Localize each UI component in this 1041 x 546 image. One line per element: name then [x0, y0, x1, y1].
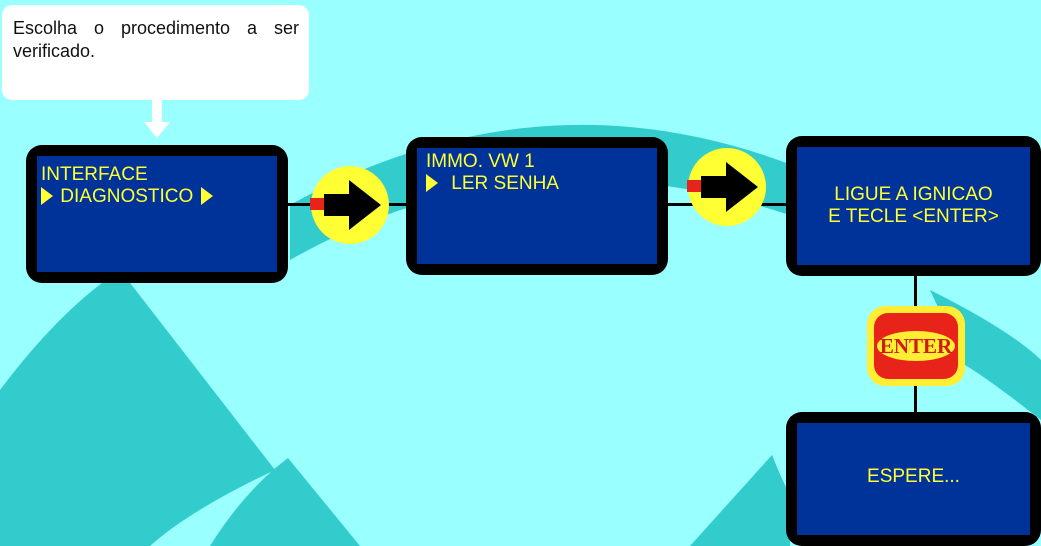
enter-key-label: ENTER	[877, 331, 955, 361]
lcd-display: IMMO. VW 1 LER SENHA	[417, 148, 657, 264]
lcd-screen-espere: ESPERE...	[786, 412, 1041, 546]
lcd-line-2: DIAGNOSTICO	[41, 186, 277, 208]
background-center-shape	[210, 458, 360, 546]
triangle-right-icon	[200, 187, 213, 205]
lcd-line-1: IMMO. VW 1	[426, 151, 535, 172]
instruction-callout: Escolha o procedimento a ser verificado.	[2, 5, 309, 100]
background-right-shape	[690, 455, 790, 546]
background-left-shape	[0, 270, 275, 546]
lcd-line-1: LIGUE A IGNICAO	[834, 184, 993, 205]
enter-key-face: ENTER	[874, 313, 958, 379]
lcd-line-1: ESPERE...	[867, 466, 960, 487]
lcd-display: ESPERE...	[797, 423, 1030, 535]
lcd-line-2-text: LER SENHA	[451, 173, 559, 194]
down-arrow-icon	[144, 100, 170, 138]
callout-text: Escolha o procedimento a ser verificado.	[13, 18, 299, 61]
lcd-line-1: INTERFACE	[41, 164, 148, 185]
triangle-right-icon	[41, 187, 53, 205]
lcd-display: INTERFACE DIAGNOSTICO	[37, 156, 277, 272]
lcd-screen-immo: IMMO. VW 1 LER SENHA	[406, 137, 668, 275]
triangle-right-icon	[426, 174, 438, 192]
right-arrow-icon	[310, 166, 389, 244]
lcd-line-2-text: DIAGNOSTICO	[60, 186, 194, 207]
lcd-display: LIGUE A IGNICAO E TECLE <ENTER>	[797, 147, 1030, 265]
right-arrow-icon	[687, 148, 766, 226]
lcd-line-2: LER SENHA	[426, 173, 657, 195]
lcd-line-2: E TECLE <ENTER>	[828, 206, 999, 227]
enter-key-button: ENTER	[867, 306, 965, 386]
lcd-screen-interface: INTERFACE DIAGNOSTICO	[26, 145, 288, 283]
lcd-screen-ignicao: LIGUE A IGNICAO E TECLE <ENTER>	[786, 136, 1041, 276]
